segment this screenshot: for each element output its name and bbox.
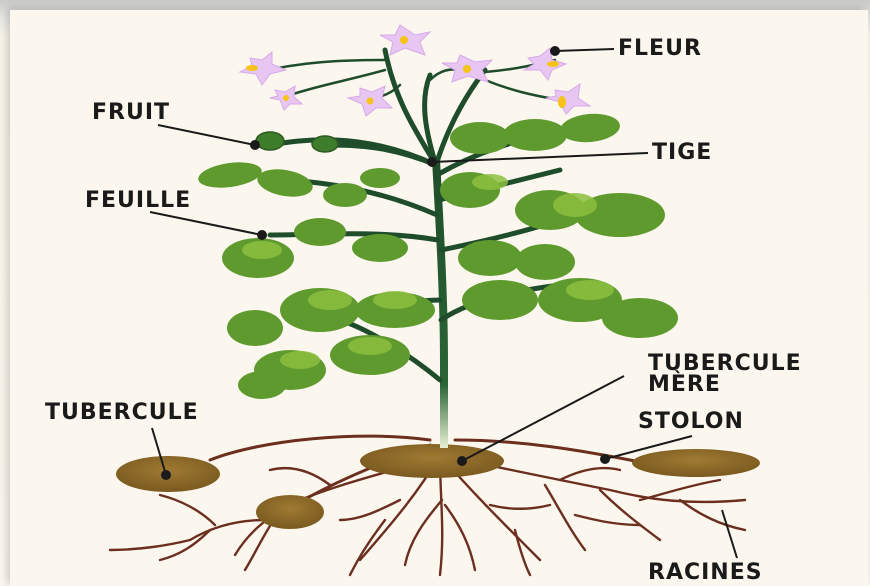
main-stem bbox=[432, 160, 448, 448]
label-tubercule-mere-line2: MÈRE bbox=[648, 374, 721, 396]
label-fleur: FLEUR bbox=[618, 38, 702, 60]
label-stolon: STOLON bbox=[638, 411, 744, 433]
flowers bbox=[240, 25, 590, 116]
label-fruit: FRUIT bbox=[92, 102, 170, 124]
label-tige: TIGE bbox=[652, 142, 712, 164]
tuber-right bbox=[632, 449, 760, 477]
tuber-small bbox=[256, 495, 324, 529]
label-racines: RACINES bbox=[648, 562, 763, 584]
label-feuille: FEUILLE bbox=[85, 190, 191, 212]
mother-tuber bbox=[360, 444, 504, 478]
label-tubercule: TUBERCULE bbox=[45, 402, 199, 424]
flower-stalks bbox=[260, 60, 560, 100]
